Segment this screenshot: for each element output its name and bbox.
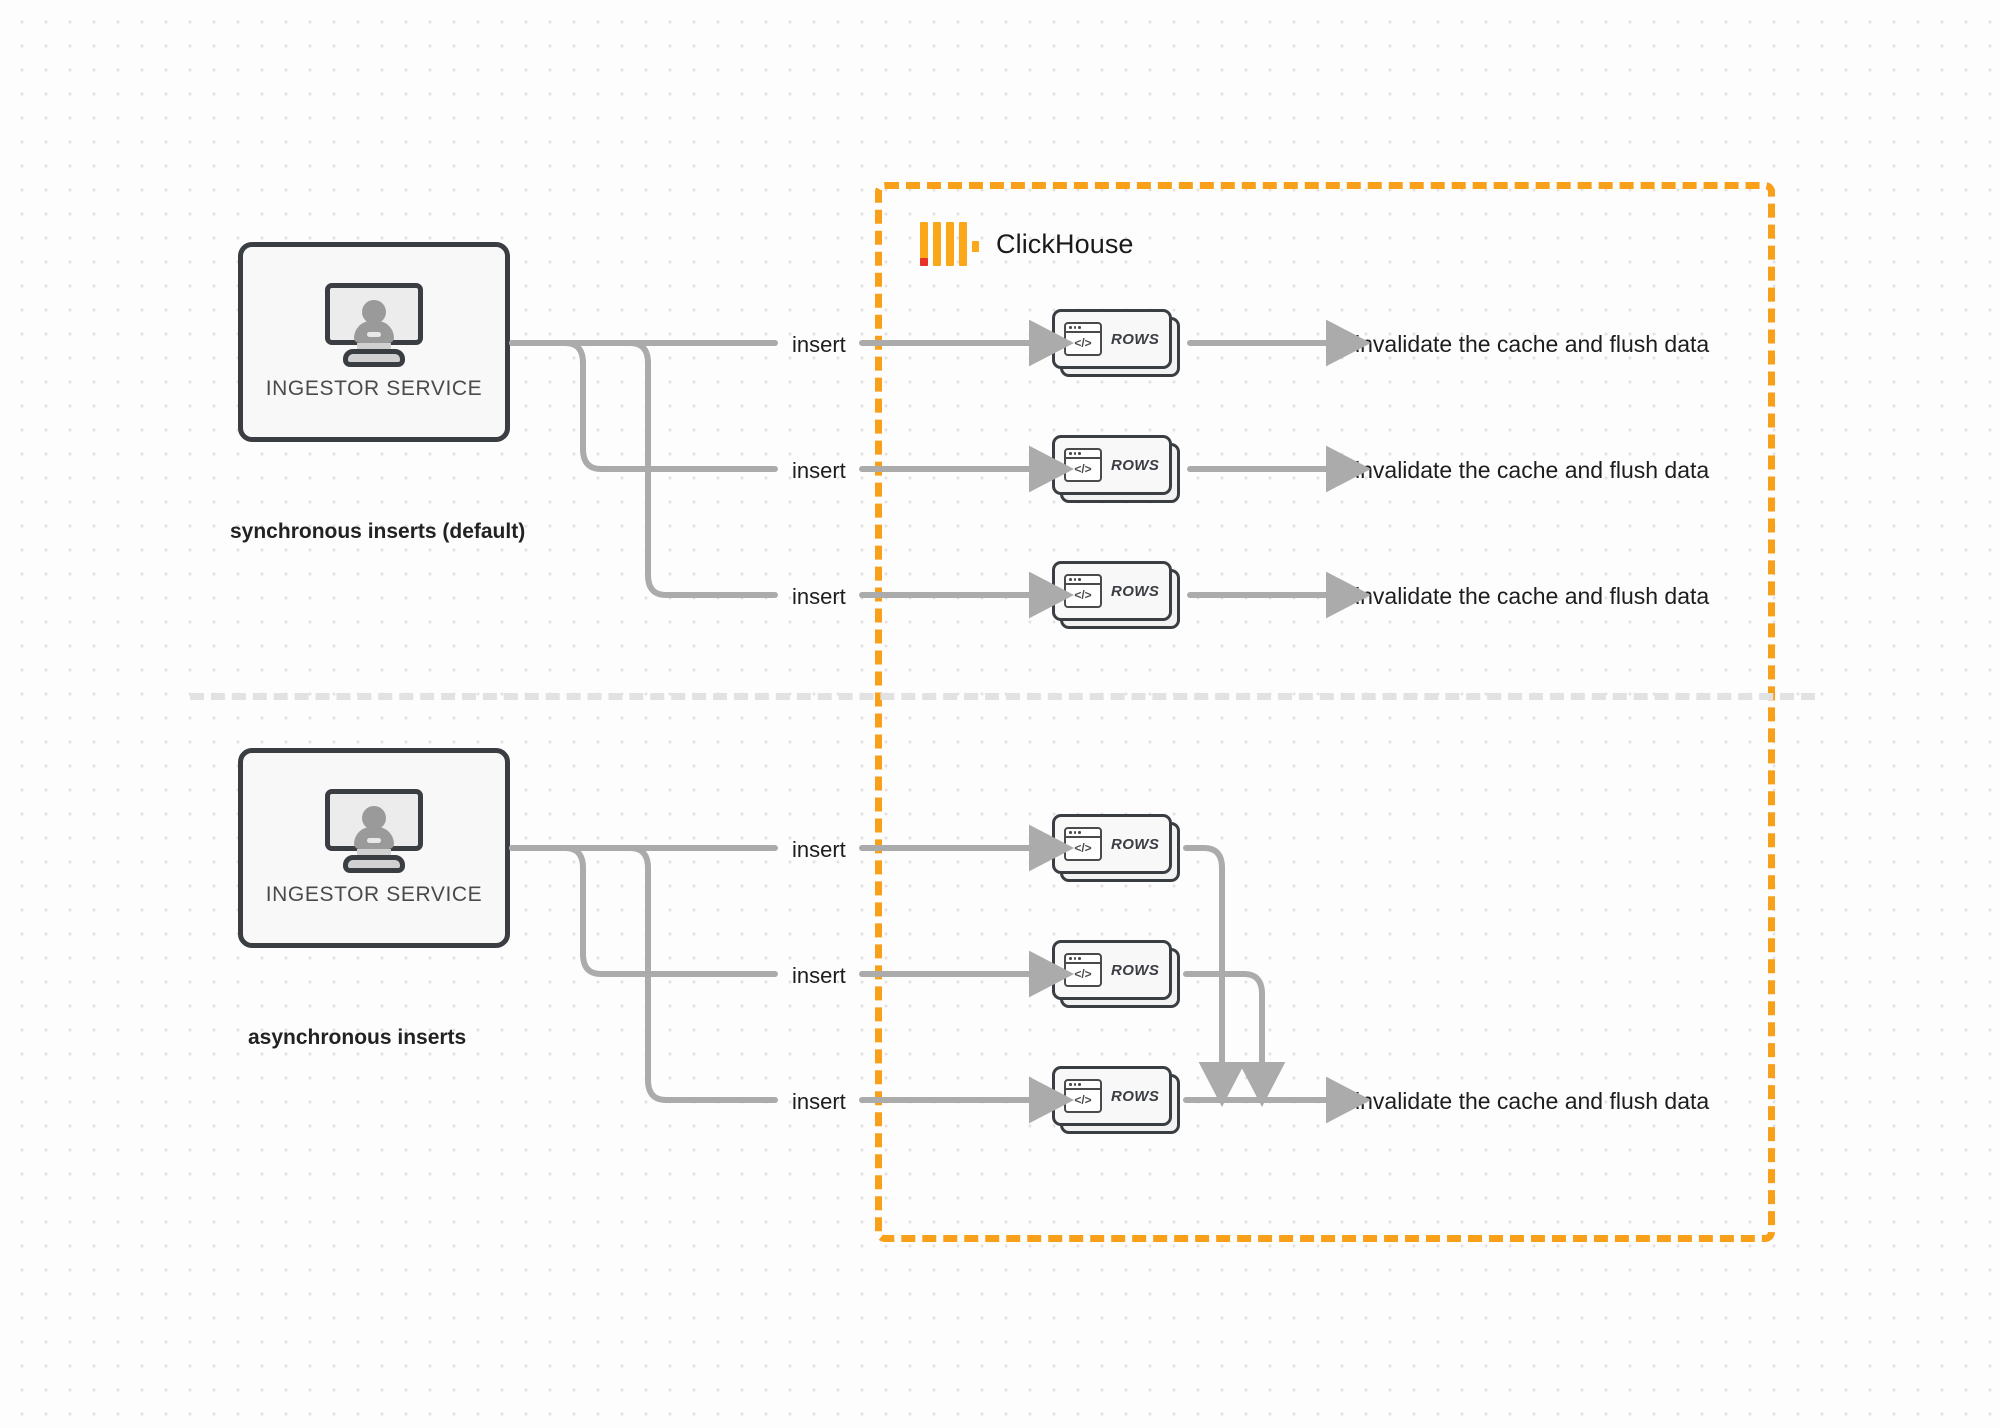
clickhouse-logo-icon [920, 222, 979, 266]
code-window-icon: </> [1064, 953, 1102, 987]
rows-label: ROWS [1111, 330, 1160, 348]
caption-synchronous: synchronous inserts (default) [230, 520, 526, 543]
ingestor-service-async[interactable]: INGESTOR SERVICE [238, 748, 510, 948]
caption-asynchronous: asynchronous inserts [248, 1026, 467, 1049]
monitor-user-icon [325, 789, 423, 873]
rows-node-async-3[interactable]: </> ROWS [1052, 1066, 1180, 1134]
ingestor-service-sync[interactable]: INGESTOR SERVICE [238, 242, 510, 442]
code-window-icon: </> [1064, 1079, 1102, 1113]
wire-async-branch-3 [509, 845, 778, 1103]
rows-node-sync-3[interactable]: </> ROWS [1052, 561, 1180, 629]
rows-node-async-1[interactable]: </> ROWS [1052, 814, 1180, 882]
edge-label-sync-3: insert [792, 584, 846, 609]
edge-label-async-2: insert [792, 963, 846, 988]
monitor-user-icon [325, 283, 423, 367]
rows-label: ROWS [1111, 961, 1160, 979]
rows-node-sync-2[interactable]: </> ROWS [1052, 435, 1180, 503]
clickhouse-label: ClickHouse [996, 228, 1134, 259]
rows-label: ROWS [1111, 582, 1160, 600]
rows-node-async-2[interactable]: </> ROWS [1052, 940, 1180, 1008]
wire-sync-branch-3 [509, 340, 778, 598]
wire-sync-branch-2 [509, 340, 778, 472]
edge-label-sync-1: insert [792, 332, 846, 357]
rows-label: ROWS [1111, 1087, 1160, 1105]
output-label-sync-1: invalidate the cache and flush data [1355, 331, 1710, 357]
code-window-icon: </> [1064, 574, 1102, 608]
output-label-sync-2: invalidate the cache and flush data [1355, 457, 1710, 483]
ingestor-label-sync: INGESTOR SERVICE [265, 377, 483, 400]
code-window-icon: </> [1064, 827, 1102, 861]
output-label-async-1: invalidate the cache and flush data [1355, 1088, 1710, 1114]
section-divider [190, 693, 1815, 700]
code-window-icon: </> [1064, 448, 1102, 482]
output-label-sync-3: invalidate the cache and flush data [1355, 583, 1710, 609]
rows-label: ROWS [1111, 835, 1160, 853]
ingestor-label-async: INGESTOR SERVICE [265, 883, 483, 906]
rows-label: ROWS [1111, 456, 1160, 474]
code-window-icon: </> [1064, 322, 1102, 356]
clickhouse-boundary [875, 182, 1775, 1242]
rows-node-sync-1[interactable]: </> ROWS [1052, 309, 1180, 377]
edge-label-async-3: insert [792, 1089, 846, 1114]
edge-label-sync-2: insert [792, 458, 846, 483]
edge-label-async-1: insert [792, 837, 846, 862]
clickhouse-logo: ClickHouse [920, 222, 1134, 266]
wire-async-branch-2 [509, 845, 778, 977]
